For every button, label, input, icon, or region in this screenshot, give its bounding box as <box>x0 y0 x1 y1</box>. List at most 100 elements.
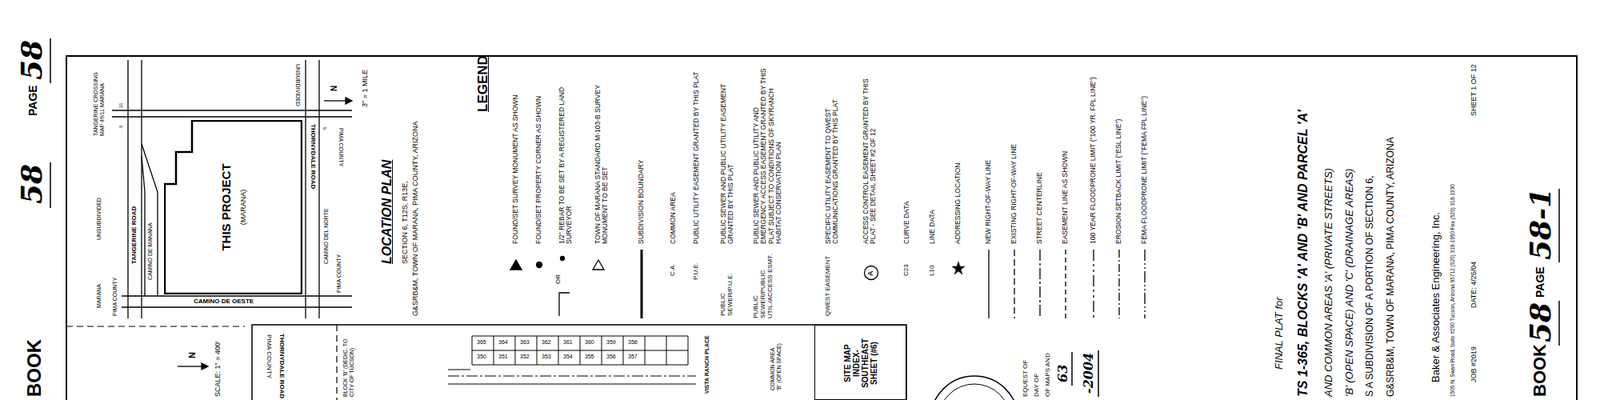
location-plan-roads <box>318 60 320 319</box>
lot-number: 360 <box>584 339 595 346</box>
lot-grid <box>448 376 696 377</box>
location-plan-roads <box>141 144 158 296</box>
legend-text: SPECIFIC UTILITY EASEMENT TO QWEST COMMU… <box>824 64 840 244</box>
jurisdiction-label: PIMA COUNTY <box>336 254 343 293</box>
handwriting-underline <box>50 38 1560 397</box>
legend-sample <box>640 249 644 319</box>
engineer-address: 1500 N. Swan Road, Suite #200 Tucson, Ar… <box>1449 184 1456 397</box>
scale-note: 3" = 1 MILE <box>361 69 370 108</box>
index-box: SITE MAP INDEX- SOUTHEAST SHEET (#6) <box>814 324 907 400</box>
lot-number: 363 <box>520 339 530 346</box>
plat-title: AND COMMON AREAS 'A' (PRIVATE STREETS) <box>1323 168 1335 397</box>
parcel-outline <box>164 120 303 295</box>
legend-sample <box>1013 249 1015 319</box>
legend-code: L10 <box>928 265 936 276</box>
legend-code: PUBLIC SEWER/PUBLIC UTIL./ACCESS ESMT. <box>752 248 774 319</box>
north-label: N <box>187 352 197 359</box>
match-line <box>66 325 245 327</box>
plat-title: 'B' (OPEN SPACE) AND 'C' (DRAINAGE AREAS… <box>1344 168 1356 397</box>
legend-text: EROSION SETBACK LIMIT ("ESL LINE") <box>1115 64 1123 244</box>
page-label: PAGE <box>1534 266 1547 298</box>
legend-code: P.U.E. <box>692 262 700 280</box>
legend-text: COMMON AREA <box>669 64 677 244</box>
registration-seal <box>938 384 1011 400</box>
handwriting-underline <box>1071 352 1073 386</box>
legend-code: OR <box>555 274 563 284</box>
legend-sample <box>510 260 522 270</box>
lot-grid <box>448 369 696 384</box>
lot-number: 362 <box>541 339 552 346</box>
scale-note: SCALE: 1" = 400' <box>214 340 223 397</box>
lot-number: 351 <box>498 353 508 360</box>
legend-code: C23 <box>903 264 911 276</box>
legend-sample <box>1064 249 1066 319</box>
legend-text: ADDRESSING LOCATION <box>954 64 962 244</box>
legend-code: C.A. <box>669 263 677 276</box>
legend-sample <box>536 262 543 268</box>
street-name: VISTA RANCH PLACE <box>704 335 711 394</box>
handwriting-underline <box>1097 350 1100 397</box>
lot-number: 352 <box>520 353 530 360</box>
legend-text: EXISTING RIGHT-OF-WAY LINE <box>1010 64 1018 244</box>
location-plan-roads <box>112 116 352 117</box>
location-plan-roads <box>127 60 128 319</box>
jurisdiction-label: MARANA <box>96 284 103 308</box>
plat-title: G&SRB&M, TOWN OF MARANA, PIMA COUNTY, AR… <box>1385 136 1396 397</box>
lot-number: 356 <box>606 353 616 360</box>
lot-number: 358 <box>628 339 638 346</box>
section-number: 6 <box>118 125 124 128</box>
legend-sample <box>952 261 965 275</box>
sheet-date: DATE: 4/25/04 <box>1470 261 1479 308</box>
north-arrow <box>177 97 352 370</box>
location-plan-roads <box>140 60 142 319</box>
north-arrow <box>201 363 208 370</box>
legend-text: LINE DATA <box>928 64 936 244</box>
book-label: BOOK <box>1530 344 1550 397</box>
area-label: COMMON AREA 'B' (OPEN SPACE) <box>769 342 782 391</box>
legend-sample <box>1039 249 1040 319</box>
legend-text: 100 YEAR FLOODPRONE LIMIT ("100 YR. FPL … <box>1089 64 1097 244</box>
handwritten-entry: 63 <box>1056 364 1071 383</box>
legend-code: QWEST EASEMENT <box>824 256 832 316</box>
legend-text: 1/2" REBAR TO BE SET BY A REGISTERED LAN… <box>558 64 574 244</box>
lot-number: 350 <box>476 353 487 360</box>
area-label: UNSUBDIVIDED <box>294 64 301 107</box>
jurisdiction-label: PIMA COUNTY <box>337 128 344 167</box>
registration-seal <box>930 376 1019 400</box>
match-line <box>66 325 245 327</box>
recording-note: EQUEST OF <box>1022 360 1030 397</box>
north-label: N <box>329 85 339 92</box>
legend-text: SUBDIVISION BOUNDARY <box>637 64 645 244</box>
legend-text: PUBLIC SEWER AND PUBLIC UTILITY EASEMENT… <box>720 64 736 244</box>
legend-title: LEGEND <box>476 55 492 112</box>
legend-sample <box>1092 249 1094 319</box>
map-index-panel <box>336 324 337 400</box>
sheet-border <box>66 56 1577 400</box>
map-index-panel <box>252 324 907 400</box>
plan-subtitle: G&SRB&M, TOWN OF MARANA, PIMA COUNTY, AR… <box>412 120 420 316</box>
road-name: CAMINO DEL NORTE <box>323 208 330 264</box>
parcel-outline <box>164 120 302 294</box>
plan-subtitle: SECTION 6, T12S, R13E, <box>401 180 410 264</box>
project-jurisdiction: (MARANA) <box>240 189 248 226</box>
lot-number: 364 <box>498 339 508 346</box>
legend-sample <box>1118 249 1120 319</box>
legend-text: STREET CENTERLINE <box>1036 64 1044 244</box>
block-note: BLOCK 'B' (DEDIC. TO CITY OF TUCSON) <box>342 332 355 397</box>
sheet-border <box>66 56 1577 400</box>
page-label: PAGE <box>27 84 40 116</box>
location-plan-roads <box>304 60 306 319</box>
legend-text: ACCESS CONTROL EASEMENT GRANTED BY THIS … <box>862 64 878 244</box>
book-label: BOOK <box>24 339 45 397</box>
book-number: 58 <box>16 164 48 204</box>
road-name: CAMINO DE OESTE <box>192 298 256 306</box>
lot-number: 355 <box>584 353 595 360</box>
legend-sample <box>988 249 989 319</box>
legend-text: PUBLIC UTILITY EASEMENT GRANTED BY THIS … <box>692 64 700 244</box>
location-plan-roads <box>121 306 352 308</box>
job-number: JOB #2019 <box>1470 346 1479 383</box>
sheet-number: SHEET 1 OF 12 <box>1470 64 1479 116</box>
handwriting-underline <box>49 38 52 84</box>
location-plan-roads <box>121 295 352 296</box>
